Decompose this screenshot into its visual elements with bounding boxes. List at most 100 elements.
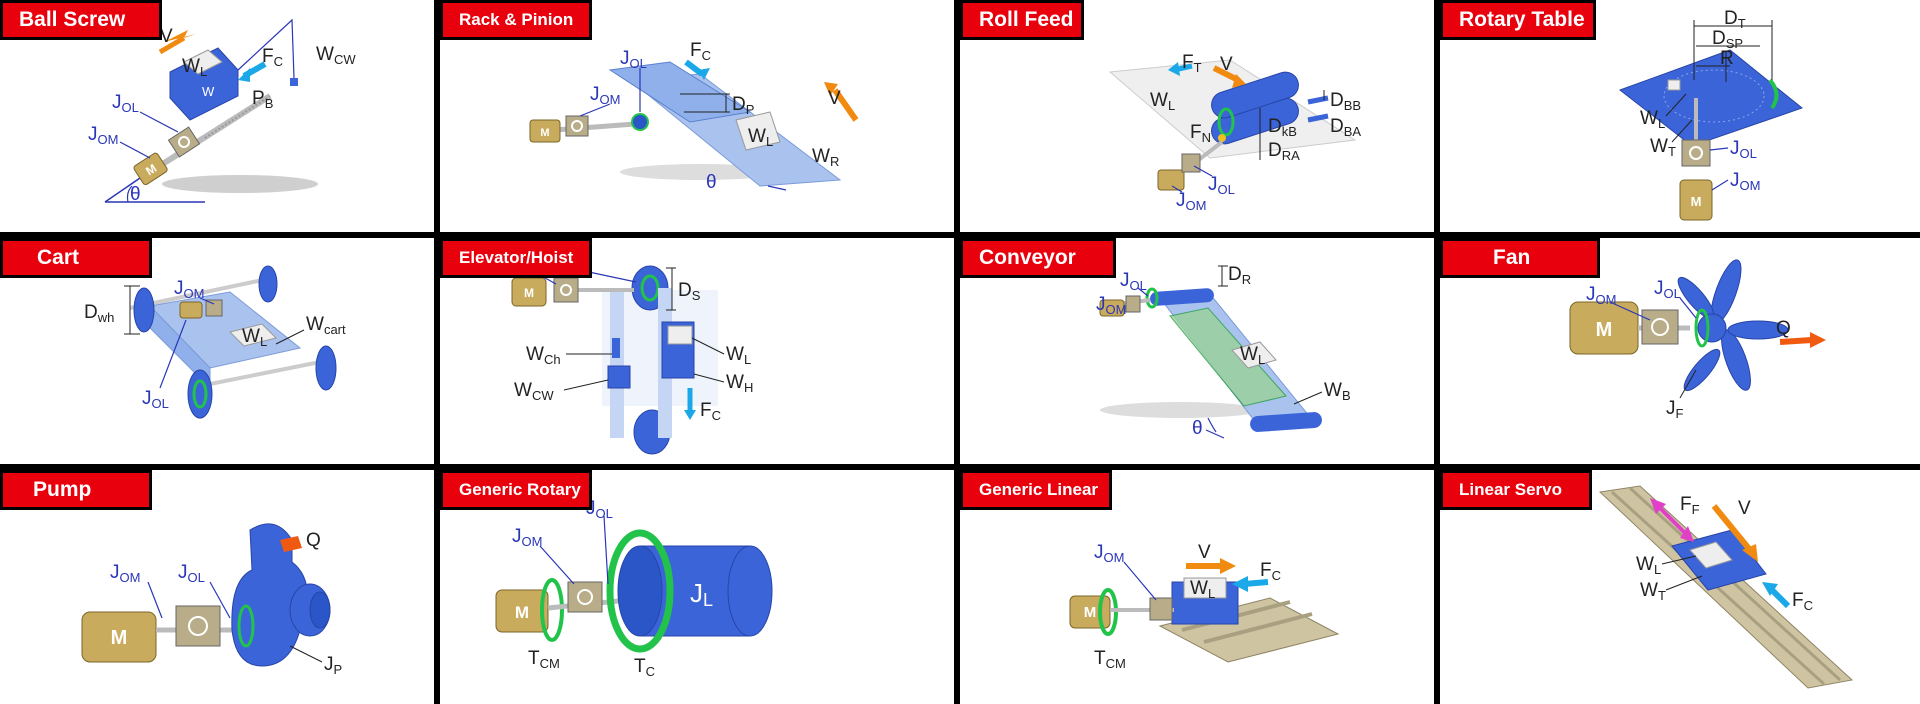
motor-icon	[1099, 299, 1125, 317]
svg-text:JOM: JOM	[88, 124, 118, 147]
svg-text:JOL: JOL	[1120, 270, 1147, 293]
load-block	[1183, 577, 1227, 599]
svg-text:WL: WL	[1150, 90, 1175, 113]
svg-text:M: M	[515, 603, 529, 622]
svg-text:DBB: DBB	[1330, 90, 1361, 113]
svg-text:JOL: JOL	[1654, 278, 1681, 301]
panel-fan[interactable]: Fan M JOL JOM Q JF	[1440, 238, 1920, 464]
gearbox-icon	[205, 299, 223, 317]
table-plate	[1618, 49, 1804, 147]
svg-text:JOM: JOM	[174, 278, 204, 301]
shadow	[162, 175, 318, 193]
load-block	[183, 49, 223, 75]
wheel	[133, 287, 155, 333]
svg-text:V: V	[1220, 54, 1233, 75]
svg-text:Wcart: Wcart	[306, 314, 346, 337]
svg-text:JOM: JOM	[1730, 170, 1760, 193]
svg-text:WCW: WCW	[514, 380, 554, 403]
counterweight	[607, 365, 631, 389]
panel-title: Generic Linear	[960, 470, 1112, 510]
panel-title: Cart	[0, 238, 152, 278]
panel-title: Pump	[0, 470, 152, 510]
gearbox-icon	[1641, 309, 1679, 345]
cart-diagram: JOM Dwh WL Wcart JOL	[84, 265, 346, 419]
pump-diagram: M JOL JOM Q JP	[81, 523, 342, 677]
panel-generic-linear[interactable]: Generic Linear M JOM V FC WL TCM	[960, 470, 1434, 704]
ball-screw-diagram: M V WL W FC WCW PB JOL JOM θ	[88, 18, 356, 205]
panel-elevator[interactable]: Elevator/Hoist M JOM JOL	[440, 238, 954, 464]
tail-roller	[1250, 412, 1322, 432]
svg-text:DBA: DBA	[1330, 116, 1361, 139]
svg-text:TCM: TCM	[528, 648, 560, 671]
svg-text:WT: WT	[1650, 136, 1676, 159]
svg-text:WL: WL	[242, 326, 267, 349]
generic-rotary-diagram: M JOL JOM JL TCM TC	[495, 498, 773, 679]
svg-text:WL: WL	[1640, 108, 1665, 131]
svg-text:JOL: JOL	[142, 388, 169, 411]
svg-text:V: V	[828, 88, 841, 109]
motor-icon	[529, 119, 561, 143]
panel-rotary-table[interactable]: Rotary Table M DT DSP R WL WT JOL	[1440, 0, 1920, 232]
svg-text:JOL: JOL	[1208, 174, 1235, 197]
svg-text:M: M	[1691, 194, 1702, 209]
svg-text:DkB: DkB	[1268, 116, 1297, 139]
svg-text:JOL: JOL	[112, 92, 139, 115]
svg-text:M: M	[111, 627, 128, 649]
fan-blade-icon	[1677, 259, 1789, 392]
svg-text:FT: FT	[1182, 52, 1202, 75]
rotary-table-diagram: M DT DSP R WL WT JOL JOM	[1618, 8, 1804, 221]
panel-generic-rotary[interactable]: Generic Rotary M JOL JOM JL TCM TC	[440, 470, 954, 704]
svg-text:FC: FC	[1792, 590, 1813, 613]
svg-text:JL: JL	[690, 578, 713, 610]
panel-conveyor[interactable]: Conveyor JOL JOM DR WL WB θ	[960, 238, 1434, 464]
svg-text:M: M	[524, 286, 534, 300]
load-block	[735, 111, 781, 151]
svg-text:θ: θ	[706, 172, 717, 193]
panel-title: Rack & Pinion	[440, 0, 592, 40]
motor-icon	[179, 301, 203, 319]
svg-text:WB: WB	[1324, 380, 1351, 403]
svg-text:JOM: JOM	[1094, 542, 1124, 565]
panel-roll-feed[interactable]: Roll Feed FT V WL DBB DBA DkB FN DRA	[960, 0, 1434, 232]
svg-text:R: R	[1720, 48, 1734, 69]
generic-linear-diagram: M JOM V FC WL TCM	[1069, 542, 1340, 671]
svg-text:WL: WL	[1240, 344, 1265, 367]
svg-text:JOM: JOM	[512, 526, 542, 549]
motor-icon	[511, 277, 547, 307]
svg-text:V: V	[1738, 498, 1751, 519]
svg-text:JOM: JOM	[1176, 190, 1206, 213]
svg-text:DT: DT	[1724, 8, 1746, 31]
panel-rack-pinion[interactable]: Rack & Pinion M FC JOL JOM DP V	[440, 0, 954, 232]
wheel	[258, 265, 278, 303]
svg-text:FF: FF	[1680, 494, 1700, 517]
load-block	[1231, 341, 1277, 369]
gearbox-icon	[167, 126, 201, 158]
panel-cart[interactable]: Cart JOM Dwh WL Wcart JOL	[0, 238, 434, 464]
svg-text:WL: WL	[748, 126, 773, 149]
svg-text:JOM: JOM	[1586, 284, 1616, 307]
panel-ball-screw[interactable]: Ball Screw M V WL W FC WCW PB JOL	[0, 0, 434, 232]
svg-text:FC: FC	[1260, 560, 1281, 583]
elevator-diagram: M JOM JOL DS WCh WL WH WCW FC	[502, 250, 753, 455]
svg-text:TCM: TCM	[1094, 648, 1126, 671]
panel-linear-servo[interactable]: Linear Servo FF V WL WT FC	[1440, 470, 1920, 704]
svg-text:FC: FC	[690, 40, 711, 63]
panel-pump[interactable]: Pump M JOL JOM Q JP	[0, 470, 434, 704]
svg-text:θ: θ	[1192, 418, 1203, 439]
gearbox-icon	[565, 115, 589, 137]
svg-text:WR: WR	[812, 146, 839, 169]
panel-title: Elevator/Hoist	[440, 238, 592, 278]
svg-text:WCh: WCh	[526, 344, 561, 367]
load-block	[1667, 79, 1681, 91]
motor-icon	[1679, 179, 1713, 221]
svg-text:WCW: WCW	[316, 44, 356, 67]
load-block	[667, 325, 693, 345]
svg-text:WL: WL	[1190, 578, 1215, 601]
roll-feed-diagram: FT V WL DBB DBA DkB FN DRA JOL JOM	[1108, 52, 1361, 213]
svg-text:V: V	[160, 26, 173, 47]
panel-title: Fan	[1440, 238, 1600, 278]
svg-text:JOL: JOL	[178, 562, 205, 585]
gearbox-icon	[175, 605, 221, 647]
motor-icon	[1157, 169, 1185, 191]
